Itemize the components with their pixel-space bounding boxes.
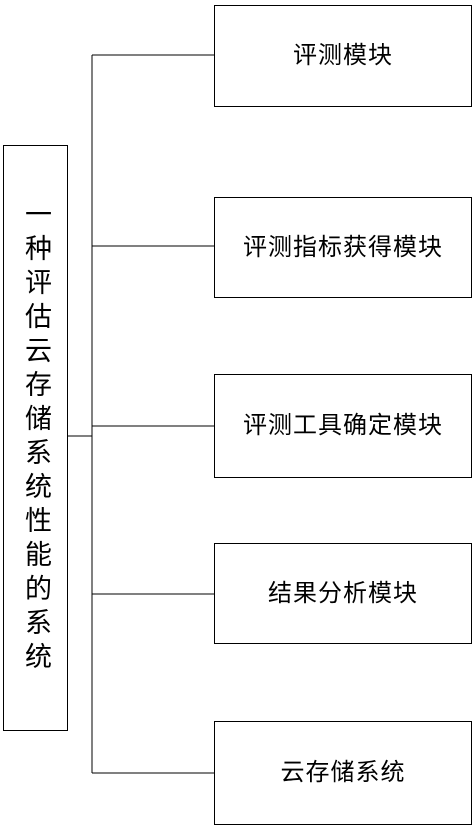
metric-acquisition-module-box: 评测指标获得模块 [214,197,472,298]
system-root-label: 一种评估云存储系统性能的系统 [20,200,51,676]
cloud-storage-system-box: 云存储系统 [214,721,472,825]
result-analysis-module-label: 结果分析模块 [268,578,418,607]
evaluation-module-label: 评测模块 [293,41,393,70]
cloud-storage-system-label: 云存储系统 [280,758,406,787]
evaluation-module-box: 评测模块 [214,5,472,107]
system-root-box: 一种评估云存储系统性能的系统 [3,145,68,731]
tool-determination-module-box: 评测工具确定模块 [214,374,472,478]
metric-acquisition-module-label: 评测指标获得模块 [243,232,443,261]
result-analysis-module-box: 结果分析模块 [214,543,472,644]
tool-determination-module-label: 评测工具确定模块 [243,411,443,440]
